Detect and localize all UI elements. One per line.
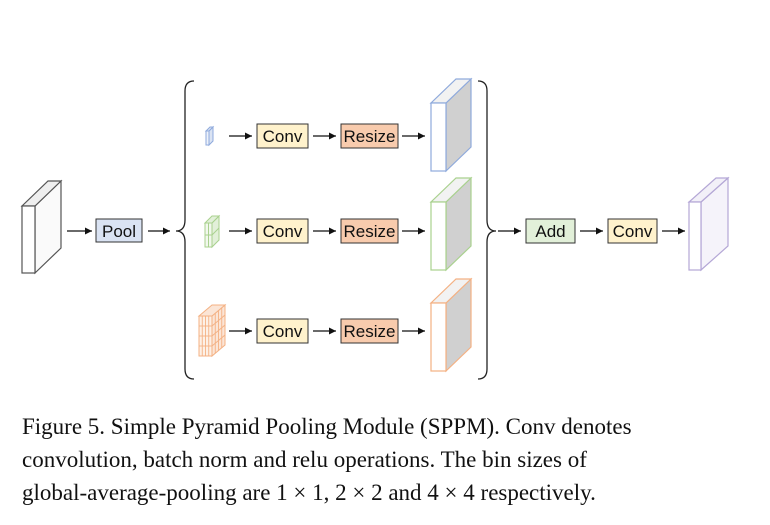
resize-label-1: Resize (344, 127, 396, 146)
right-brace (477, 80, 497, 380)
output-feature-map (687, 176, 730, 272)
resize-label-2: Resize (344, 222, 396, 241)
conv-label-1: Conv (263, 127, 303, 146)
figure-caption: Figure 5. Simple Pyramid Pooling Module … (22, 410, 734, 509)
input-feature-map (20, 179, 63, 275)
final-conv-box: Conv (607, 218, 658, 244)
conv-label-2: Conv (263, 222, 303, 241)
sppm-diagram: Pool Conv Resize (20, 77, 730, 380)
conv-box-1 (256, 123, 309, 149)
pooled-map-4x4 (197, 303, 227, 358)
upsampled-map-3 (429, 277, 473, 373)
branch-1x1: Conv Resize (204, 77, 473, 173)
pool-box: Pool (95, 218, 143, 243)
caption-line-1: Figure 5. Simple Pyramid Pooling Module … (22, 414, 632, 439)
caption-line-2: convolution, batch norm and relu operati… (22, 447, 587, 472)
resize-box-2 (340, 218, 399, 244)
pooled-map-1x1 (204, 125, 215, 147)
conv-label-3: Conv (263, 322, 303, 341)
conv-box-3 (256, 318, 309, 344)
conv-box-2 (256, 218, 309, 244)
branch-4x4: Conv Resize (197, 277, 473, 373)
add-box: Add (525, 218, 576, 244)
resize-box-1 (340, 123, 399, 149)
resize-box-3 (340, 318, 399, 344)
pooled-map-2x2 (203, 214, 221, 249)
pool-label: Pool (102, 222, 136, 241)
upsampled-map-1 (429, 77, 473, 173)
upsampled-map-2 (429, 176, 473, 272)
final-conv-label: Conv (613, 222, 653, 241)
branch-2x2: Conv Resize (203, 176, 473, 272)
left-brace (175, 80, 195, 380)
caption-line-3: global-average-pooling are 1 × 1, 2 × 2 … (22, 480, 596, 505)
add-label: Add (535, 222, 565, 241)
resize-label-3: Resize (344, 322, 396, 341)
